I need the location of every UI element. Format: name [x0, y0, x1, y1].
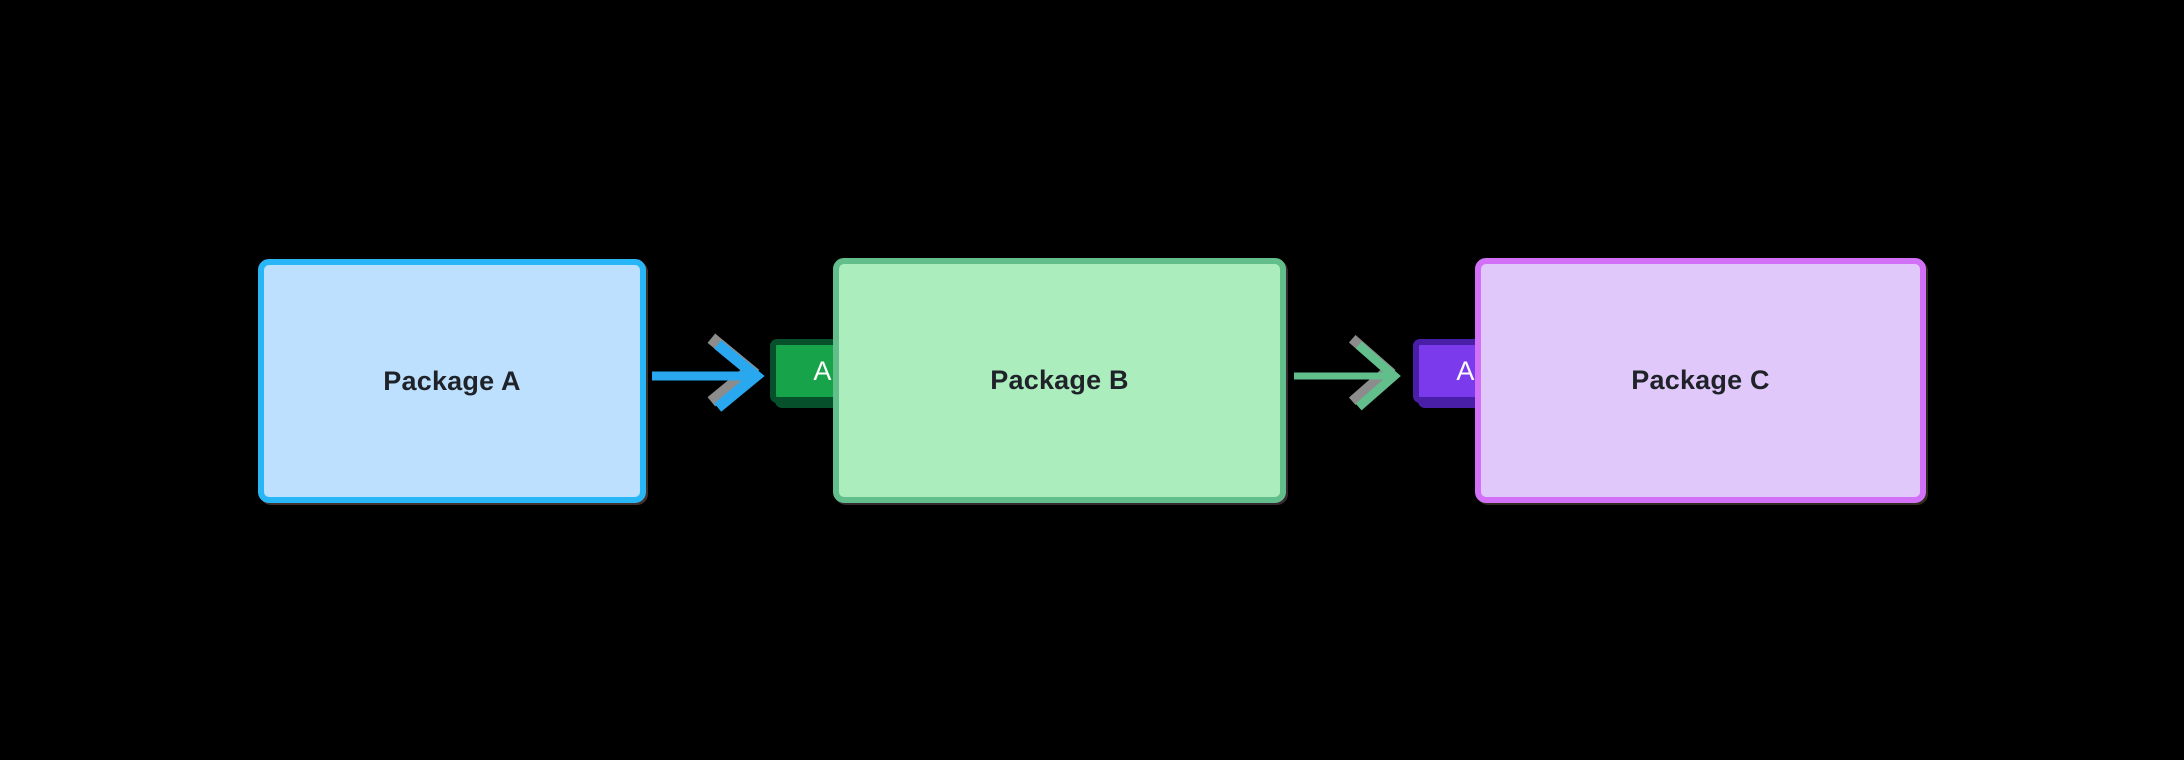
arrow-b-to-c[interactable]	[1288, 330, 1418, 422]
node-label-package-b: Package B	[990, 365, 1129, 395]
arrow-a-to-b[interactable]	[648, 330, 778, 422]
node-label-package-a: Package A	[383, 365, 521, 396]
node-package-a[interactable]: Package A	[258, 259, 646, 503]
node-package-b[interactable]: Package B	[833, 258, 1286, 503]
node-label-package-c: Package C	[1631, 365, 1770, 395]
node-package-c[interactable]: Package C	[1475, 258, 1926, 503]
